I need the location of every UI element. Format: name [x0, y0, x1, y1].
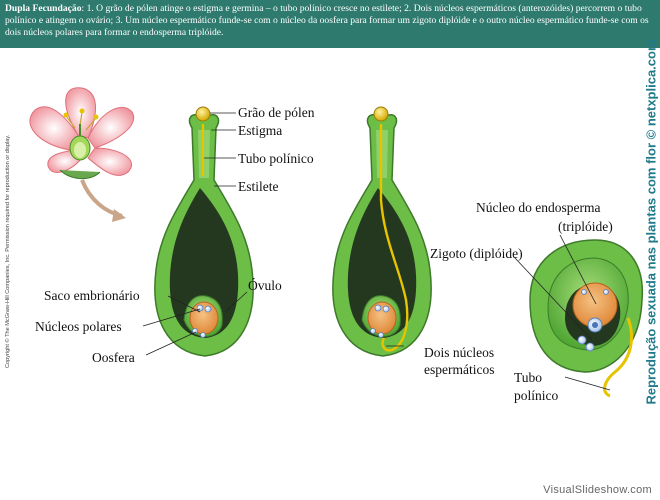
- pistil-1: [155, 107, 253, 356]
- label-ovulo: Óvulo: [248, 278, 282, 293]
- pistil-2: [333, 107, 431, 356]
- label-nucleos-polares: Núcleos polares: [35, 319, 122, 334]
- label-nucleo-endosperma-1: Núcleo do endosperma: [476, 200, 600, 215]
- label-tubo-2-1: Tubo: [514, 370, 542, 385]
- flower-illustration: [30, 88, 134, 179]
- label-zigoto: Zigoto (diplóide): [430, 246, 523, 261]
- label-dois-nucleos-1: Dois núcleos: [424, 345, 494, 360]
- ovule-closeup: [530, 240, 642, 396]
- label-nucleo-endosperma-2: (triplóide): [558, 219, 613, 234]
- label-saco-embrionario: Saco embrionário: [44, 288, 140, 303]
- arrow-head-icon: [112, 209, 126, 222]
- label-estigma: Estigma: [238, 123, 282, 138]
- vertical-credit: Reprodução sexuada nas plantas com flor …: [644, 135, 659, 405]
- label-grao-de-polen: Grão de pólen: [238, 105, 314, 120]
- label-dois-nucleos-2: espermáticos: [424, 362, 494, 377]
- label-tubo-polinico: Tubo polínico: [238, 151, 314, 166]
- footer-watermark: VisualSlideshow.com: [543, 484, 652, 496]
- copyright-notice: Copyright © The McGraw-Hill Companies, I…: [5, 118, 11, 368]
- label-oosfera: Oosfera: [92, 350, 135, 365]
- label-estilete: Estilete: [238, 179, 279, 194]
- label-tubo-2-2: polínico: [514, 388, 558, 403]
